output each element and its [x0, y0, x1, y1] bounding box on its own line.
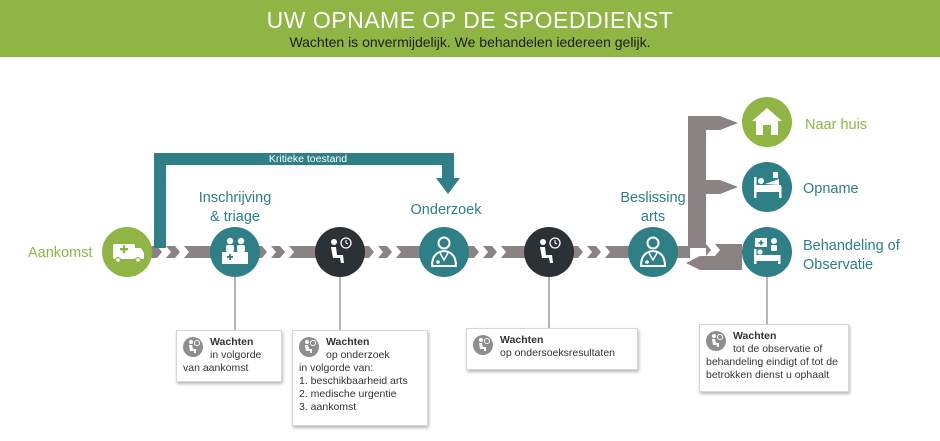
- naar-huis-label: Naar huis: [805, 117, 868, 133]
- waiting-person-icon: [706, 331, 726, 351]
- behandeling-label: Behandeling of Observatie: [803, 238, 900, 273]
- outcome-branch-arrows: [686, 116, 742, 270]
- critical-label: Kritieke toestand: [269, 153, 347, 165]
- wait-note-observation: Wachten tot de observatie of behandeling…: [699, 324, 849, 392]
- wait-note-results: Wachten op ondersoeksresultaten: [466, 328, 638, 370]
- treatment-bed-icon: [742, 227, 792, 277]
- doctor-icon: [628, 227, 678, 277]
- wait-note-examination: Wachten op onderzoek in volgorde van: 1.…: [292, 330, 428, 426]
- opname-label: Opname: [803, 181, 859, 197]
- aankomst-label: Aankomst: [28, 245, 93, 261]
- home-icon: [742, 97, 792, 147]
- inschrijving-label: Inschrijving & triage: [198, 190, 272, 225]
- waiting-clock-icon: [315, 227, 365, 277]
- wait-note-arrival: Wachten in volgorde van aankomst: [176, 330, 282, 382]
- page-subtitle: Wachten is onvermijdelijk. We behandelen…: [289, 34, 651, 50]
- page-title: UW OPNAME OP DE SPOEDDIENST: [266, 7, 674, 33]
- reception-desk-icon: [210, 227, 260, 277]
- waiting-clock-icon: [524, 227, 574, 277]
- critical-bypass-arrow: [154, 153, 460, 248]
- onderzoek-label: Onderzoek: [410, 202, 482, 218]
- waiting-person-icon: [183, 337, 203, 357]
- waiting-person-icon: [473, 335, 493, 355]
- doctor-icon: [419, 227, 469, 277]
- beslissing-label: Beslissing arts: [620, 190, 686, 225]
- ambulance-icon: [102, 227, 152, 277]
- waiting-person-icon: [299, 337, 319, 357]
- header-banner: UW OPNAME OP DE SPOEDDIENST Wachten is o…: [0, 0, 940, 57]
- hospital-bed-icon: [742, 162, 792, 212]
